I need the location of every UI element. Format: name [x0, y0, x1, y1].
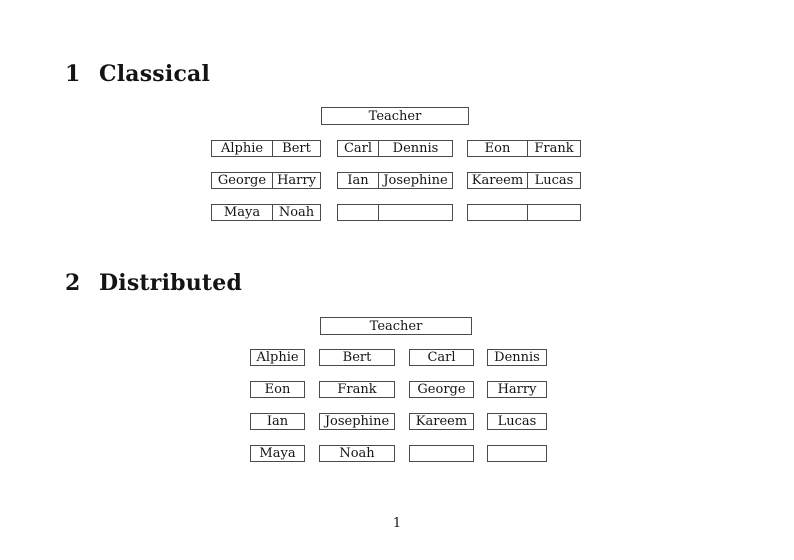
student-cell: Josephine	[378, 173, 452, 188]
student-cell: Noah	[272, 205, 320, 220]
classical-desk-r2c3: Kareem Lucas	[467, 172, 581, 189]
distributed-desk-r2c3: George	[409, 381, 474, 398]
distributed-desk-r1c4: Dennis	[487, 349, 547, 366]
section-1-heading: 1 Classical	[65, 62, 210, 86]
student-cell: Harry	[272, 173, 320, 188]
student-cell: Carl	[343, 141, 373, 156]
section-2-heading: 2 Distributed	[65, 271, 242, 295]
classical-teacher-label: Teacher	[368, 108, 422, 124]
student-cell: Bert	[272, 141, 320, 156]
student-cell: Ian	[347, 173, 369, 188]
distributed-desk-r2c1: Eon	[250, 381, 305, 398]
student-cell: Kareem	[471, 173, 524, 188]
classical-desk-r3c3-empty	[467, 204, 581, 221]
empty-student-cell	[468, 205, 527, 220]
student-cell: Lucas	[527, 173, 580, 188]
section-2-title: Distributed	[99, 270, 243, 296]
distributed-desk-r1c2: Bert	[319, 349, 395, 366]
classical-desk-r1c3: Eon Frank	[467, 140, 581, 157]
classical-desk-r1c2: Carl Dennis	[337, 140, 453, 157]
section-1-title: Classical	[99, 61, 211, 87]
distributed-desk-r1c1: Alphie	[250, 349, 305, 366]
distributed-teacher-label: Teacher	[369, 318, 423, 334]
student-cell: Alphie	[220, 141, 264, 156]
distributed-desk-r3c2: Josephine	[319, 413, 395, 430]
classical-desk-r2c1: George Harry	[211, 172, 321, 189]
classical-desk-r2c2: Ian Josephine	[337, 172, 453, 189]
distributed-desk-r4c3-empty	[409, 445, 474, 462]
classical-teacher-box: Teacher	[321, 107, 469, 125]
section-1-number: 1	[65, 61, 81, 87]
distributed-desk-r4c4-empty	[487, 445, 547, 462]
distributed-desk-r2c4: Harry	[487, 381, 547, 398]
page-number: 1	[392, 516, 402, 531]
student-cell: Maya	[223, 205, 261, 220]
distributed-desk-r2c2: Frank	[319, 381, 395, 398]
distributed-desk-r1c3: Carl	[409, 349, 474, 366]
distributed-desk-r4c2: Noah	[319, 445, 395, 462]
distributed-desk-r3c3: Kareem	[409, 413, 474, 430]
empty-student-cell	[378, 205, 452, 220]
student-cell: George	[217, 173, 267, 188]
student-cell: Eon	[484, 141, 511, 156]
empty-student-cell	[527, 205, 580, 220]
distributed-desk-r3c4: Lucas	[487, 413, 547, 430]
classical-desk-r3c1: Maya Noah	[211, 204, 321, 221]
classical-desk-r1c1: Alphie Bert	[211, 140, 321, 157]
section-2-number: 2	[65, 270, 81, 296]
classical-desk-r3c2-empty	[337, 204, 453, 221]
student-cell: Frank	[527, 141, 580, 156]
student-cell: Dennis	[378, 141, 452, 156]
distributed-desk-r3c1: Ian	[250, 413, 305, 430]
distributed-desk-r4c1: Maya	[250, 445, 305, 462]
distributed-teacher-box: Teacher	[320, 317, 472, 335]
empty-student-cell	[338, 205, 378, 220]
